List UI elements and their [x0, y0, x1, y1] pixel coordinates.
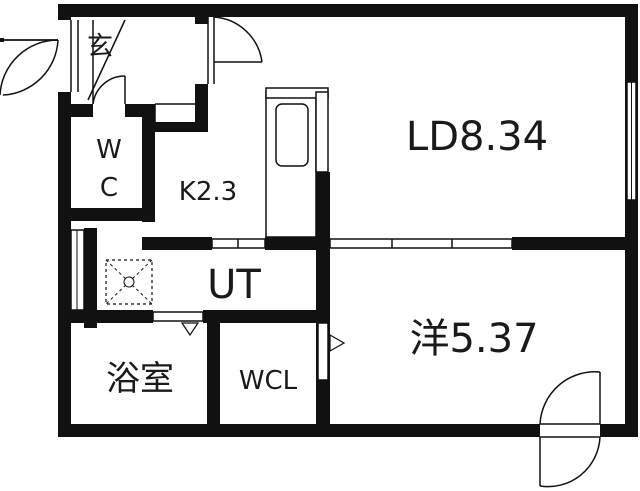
label-walk-in-closet: WCL	[239, 366, 298, 396]
wcl-door	[317, 322, 346, 381]
bathroom-door	[152, 311, 204, 337]
wc-door	[92, 75, 126, 105]
shoe-closet-door	[207, 16, 263, 84]
label-entrance: 玄	[87, 32, 113, 62]
kitchen-counter	[265, 87, 329, 238]
label-bathroom: 浴室	[106, 359, 174, 399]
sliding-doors	[211, 238, 513, 249]
interior-walls	[58, 4, 638, 437]
label-wc-bottom: C	[100, 173, 118, 203]
balcony-door	[539, 371, 601, 488]
label-western-room: 洋5.37	[409, 316, 538, 362]
entrance-door	[0, 38, 59, 96]
label-kitchen: K2.3	[179, 177, 237, 207]
ut-left-window	[70, 229, 85, 311]
label-utility: UT	[207, 262, 261, 308]
label-living-dining: LD8.34	[406, 114, 548, 160]
label-wc-top: W	[96, 135, 122, 165]
washer-pan	[105, 259, 153, 305]
right-window	[626, 81, 637, 201]
room-labels: 玄 W C K2.3 LD8.34 UT 浴室 WCL 洋5.37	[87, 32, 548, 399]
entrance-details	[70, 19, 195, 122]
